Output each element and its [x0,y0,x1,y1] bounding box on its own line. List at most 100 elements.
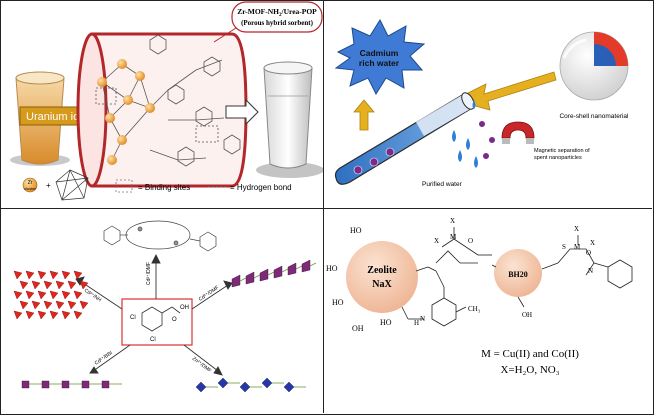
uranium-illustration: Uranium ions [10,1,323,201]
ligand-x-1: X [450,217,455,225]
coordination-illustration: OH O Cl Cl Cd²⁺/DMF Cd²⁺/NH Cd²⁺/DMF Cd²… [13,220,317,393]
metal-complex-right [541,235,633,289]
chain-node [245,271,255,285]
zr-label: Zr [28,180,33,186]
network-node [61,270,71,280]
ligand-x-4: X [590,239,595,247]
vertical-divider [323,0,324,413]
network-node [43,300,53,310]
network-node [49,270,59,280]
chain-node [239,381,251,393]
arrow-label-right: Cd²⁺/DMF [198,285,220,303]
chain-node [273,265,283,279]
purple-chain-right [231,259,317,288]
cadmium-particles [479,121,495,159]
chain-node [101,380,110,389]
network-node [19,280,29,290]
chain-link [295,265,303,270]
cadmium-burst: Cadmium rich water [334,18,426,96]
network-node [25,310,35,320]
oxygen-o-1: O [468,237,473,245]
purple-chain-bottom [21,380,122,389]
chain-link [267,271,275,276]
network-node [67,280,77,290]
core-shell-sphere: Core-shell nanomaterial [559,31,629,120]
network-node [13,290,23,300]
network-node [13,270,23,280]
horizontal-divider [0,208,652,209]
metal-complex-left [441,227,492,256]
bh20-ball: BH20 [494,249,542,297]
zeolite-label-2: NaX [372,279,392,290]
sorbent-title: Zr-MOF-NH [237,7,279,16]
amide-n: N [420,315,425,323]
chain-node [81,380,90,389]
ho-label-2: HO [332,298,344,307]
network-node [13,310,23,320]
left-complex-labels: M X X O [434,217,473,245]
ligand-x-3: X [574,225,579,233]
chain-link [281,268,289,273]
chain-link [309,262,317,267]
amide-h: H [414,319,419,327]
metal-m-2: M [574,243,581,251]
legend-binding-sites: = Binding sites [138,183,190,192]
cadmium-illustration: Cadmium rich water Core-shell nanomateri… [334,18,629,188]
network-node [43,280,53,290]
network-node [25,270,35,280]
ligand-x-2: X [434,237,439,245]
network-node [37,270,47,280]
water-droplets [452,100,478,168]
reaction-arrows [75,253,233,376]
network-node [73,290,83,300]
nitrogen-n: N [588,267,593,275]
network-node [31,280,41,290]
sorbent-cylinder [76,32,248,188]
zeolite-illustration: Zeolite NaX HO HO HO HO OH H N CH₃ M X X… [326,217,633,376]
chain-node [195,381,207,393]
panel-zeolite-complex: Zeolite NaX HO HO HO HO OH H N CH₃ M X X… [324,209,652,413]
ligand-oh: OH [180,305,189,311]
panel-uranium-sorbent: Uranium ions [0,0,323,208]
zeolite-hydroxyls: HO HO HO HO OH [326,226,392,333]
svg-text:Zr-MOF-NH2/Urea-POP: Zr-MOF-NH2/Urea-POP [237,7,317,18]
sulfur-s: S [562,243,566,251]
purified-water-label: Purified water [422,181,463,188]
network-node [31,300,41,310]
magnet-icon [501,121,535,144]
network-node [37,290,47,300]
zeolite-ball: Zeolite NaX [346,241,418,313]
network-node [19,300,29,310]
uranium-label: Uranium ions [26,111,91,123]
oxygen-o-2: O [586,249,591,257]
yellow-arrow-up [353,99,375,131]
chain-node [21,380,30,389]
core-shell-label: Core-shell nanomaterial [559,113,629,120]
zr-nodes [97,59,155,165]
cluster-octahedron [55,169,89,201]
sorbent-title-rest: /Urea-POP [281,7,318,16]
methyl-label: CH₃ [468,305,481,313]
sorbent-caption: (Porous hybrid sorbent) [241,19,313,27]
network-node [67,300,77,310]
right-complex-labels: M X X S O N [562,225,595,275]
network-node [55,300,65,310]
ligand-cl-1: Cl [130,315,136,321]
macrocycle-structure [103,220,217,252]
cadmium-label-2: rich water [359,58,400,68]
magnetic-label-1: Magnetic separation of [534,148,590,154]
chain-node [217,377,229,389]
network-node [55,280,65,290]
metal-m-1: M [450,233,457,241]
glass-clean-water [256,61,323,178]
network-node [25,290,35,300]
chain-node [287,262,297,276]
ligand-cl-2: Cl [150,337,156,343]
ho-label-1: HO [326,264,338,273]
ho-label-3: HO [350,226,362,235]
network-node [37,310,47,320]
arrow-label-top: Cd²⁺/DMF [146,262,152,285]
chain-link [239,277,247,282]
chain-link [253,274,261,279]
panel-cadmium-removal: Cadmium rich water Core-shell nanomateri… [324,0,652,208]
